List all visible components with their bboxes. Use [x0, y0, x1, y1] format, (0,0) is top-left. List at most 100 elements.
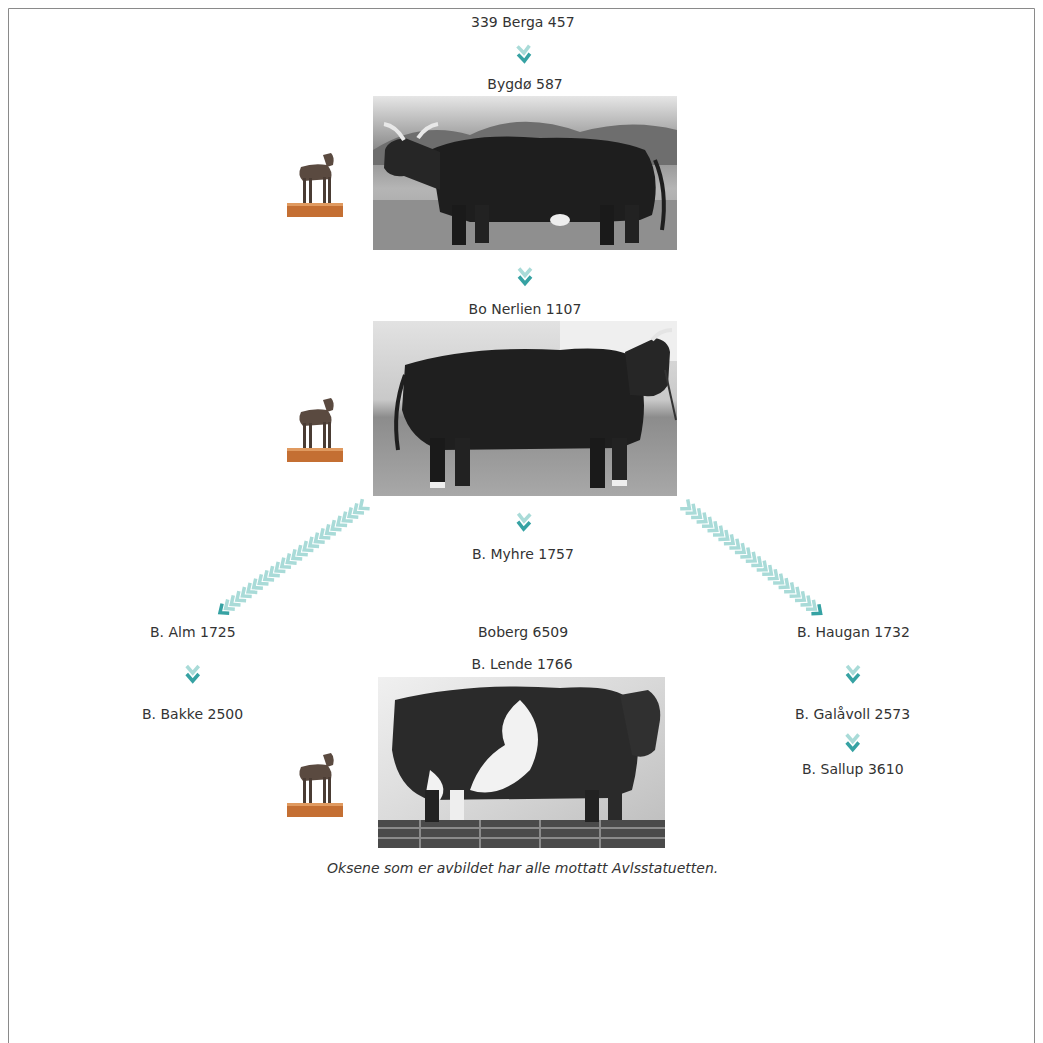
bull-name: B. Alm 1725: [150, 623, 236, 641]
bull-node: 339 Berga 457: [471, 13, 575, 31]
chevron: [718, 530, 727, 539]
chevron: [316, 533, 325, 543]
bull-node: B. Lende 1766: [377, 655, 667, 849]
chevron: [697, 513, 706, 522]
bull-node: B. Sallup 3610: [802, 760, 904, 778]
chevron: [259, 574, 268, 584]
chevron: [271, 566, 280, 576]
chevron: [740, 548, 749, 557]
chevron: [847, 735, 859, 742]
chevron: [231, 595, 240, 605]
chevron: [265, 570, 274, 580]
chevron-arrow: [187, 666, 199, 681]
chevron: [519, 277, 531, 284]
chevron: [806, 600, 815, 609]
bull-name: B. Lende 1766: [377, 655, 667, 673]
chevron: [746, 552, 755, 561]
bull-name: Bo Nerlien 1107: [372, 300, 678, 318]
chevron: [773, 574, 782, 583]
bull-name: Boberg 6509: [478, 623, 568, 641]
bull-name: B. Sallup 3610: [802, 760, 904, 778]
bull-node: B. Galåvoll 2573: [795, 705, 910, 723]
chevron: [282, 558, 291, 568]
bull-name: B. Myhre 1757: [472, 545, 574, 563]
chevron: [518, 522, 530, 529]
chevron: [338, 516, 347, 526]
chevron: [237, 591, 246, 601]
chevron-arrow: [518, 514, 530, 529]
chevron: [519, 269, 531, 276]
bull-name: B. Bakke 2500: [142, 705, 243, 723]
chevron: [355, 503, 364, 513]
chevron: [518, 514, 530, 521]
chevron: [713, 526, 722, 535]
bull-node: B. Haugan 1732: [797, 623, 910, 641]
bull-node: B. Myhre 1757: [472, 545, 574, 563]
chevron: [795, 591, 804, 600]
chevron: [344, 512, 353, 522]
chevron: [248, 583, 257, 593]
chevron: [310, 537, 319, 547]
chevron: [801, 596, 810, 605]
chevron: [360, 499, 369, 509]
chevron: [790, 587, 799, 596]
chevron: [220, 604, 229, 614]
chevron: [321, 528, 330, 538]
bull-photo: [378, 677, 665, 848]
chevron: [276, 562, 285, 572]
bull-name: 339 Berga 457: [471, 13, 575, 31]
chevron: [243, 587, 252, 597]
chevron: [811, 604, 820, 613]
chevron: [226, 600, 235, 610]
chevron: [327, 524, 336, 534]
chevron: [518, 46, 530, 53]
bull-name: B. Galåvoll 2573: [795, 705, 910, 723]
bull-node: B. Bakke 2500: [142, 705, 243, 723]
chevron: [762, 565, 771, 574]
chevron: [187, 674, 199, 681]
chevron: [847, 674, 859, 681]
chevron: [686, 504, 695, 513]
chevron: [518, 54, 530, 61]
chevron: [349, 508, 358, 518]
chevron: [332, 520, 341, 530]
bull-node: Bygdø 587: [372, 75, 678, 251]
chevron: [751, 556, 760, 565]
bull-name: Bygdø 587: [372, 75, 678, 93]
bull-node: B. Alm 1725: [150, 623, 236, 641]
chevron: [691, 508, 700, 517]
chevron: [757, 561, 766, 570]
chevron: [768, 569, 777, 578]
chevron: [724, 534, 733, 543]
bull-name: B. Haugan 1732: [797, 623, 910, 641]
chevron: [847, 743, 859, 750]
chevron: [254, 579, 263, 589]
chevron-arrow: [220, 499, 370, 613]
chevron-arrow: [847, 735, 859, 750]
frame: [9, 9, 1035, 1043]
bull-node: Boberg 6509: [478, 623, 568, 641]
chevron: [293, 549, 302, 559]
chevron-arrow: [518, 46, 530, 61]
chevron: [779, 578, 788, 587]
chevron: [784, 582, 793, 591]
chevron: [680, 499, 689, 508]
chevron: [708, 521, 717, 530]
bull-node: Bo Nerlien 1107: [372, 300, 678, 497]
calf-statuette: [287, 153, 343, 817]
chevron-arrow: [519, 269, 531, 284]
chevron: [187, 666, 199, 673]
chevron: [702, 517, 711, 526]
bull-photo: [373, 96, 677, 250]
chevron: [304, 541, 313, 551]
chevron-arrow: [847, 666, 859, 681]
chevron: [735, 543, 744, 552]
chevron: [729, 539, 738, 548]
chevron: [299, 545, 308, 555]
chevron: [287, 554, 296, 564]
bull-photo: [373, 321, 677, 496]
chevron: [847, 666, 859, 673]
